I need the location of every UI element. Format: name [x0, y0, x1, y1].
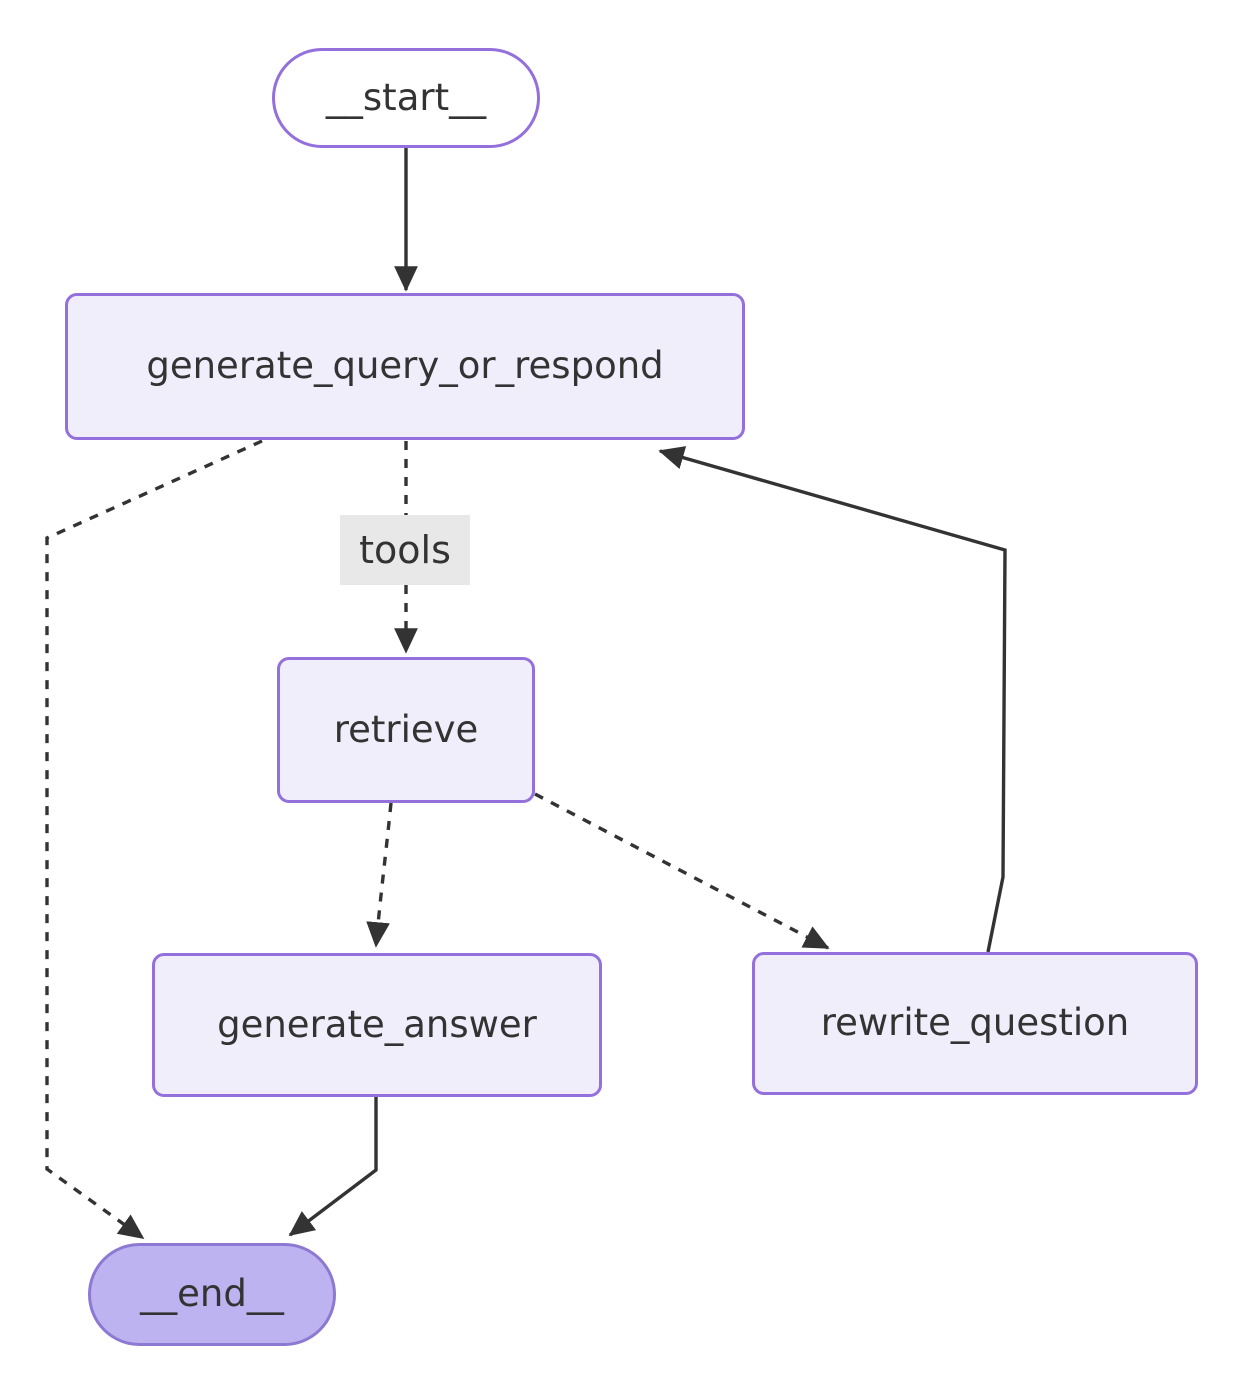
node-rewrite-question[interactable]: rewrite_question	[752, 952, 1198, 1095]
edge-generate-answer-to-end	[288, 1097, 378, 1237]
node-end[interactable]: __end__	[88, 1243, 336, 1346]
node-start-label: __start__	[325, 75, 487, 119]
node-retrieve[interactable]: retrieve	[277, 657, 535, 803]
edge-generate-query-or-respond-to-end	[45, 439, 263, 1240]
node-start[interactable]: __start__	[272, 48, 540, 148]
node-generate-query-or-respond[interactable]: generate_query_or_respond	[65, 293, 745, 440]
node-generate-answer[interactable]: generate_answer	[152, 953, 602, 1097]
edge-retrieve-to-generate-answer	[366, 802, 393, 948]
node-generate-answer-label: generate_answer	[217, 1002, 537, 1046]
node-generate-query-or-respond-label: generate_query_or_respond	[146, 344, 664, 388]
node-end-label: __end__	[140, 1272, 284, 1316]
edge-rewrite-question-to-generate-query-or-respond	[658, 446, 1007, 953]
edge-retrieve-to-rewrite-question	[534, 792, 830, 950]
edge-label-tools: tools	[340, 515, 470, 585]
node-retrieve-label: retrieve	[333, 707, 479, 751]
node-rewrite-question-label: rewrite_question	[820, 1001, 1130, 1045]
